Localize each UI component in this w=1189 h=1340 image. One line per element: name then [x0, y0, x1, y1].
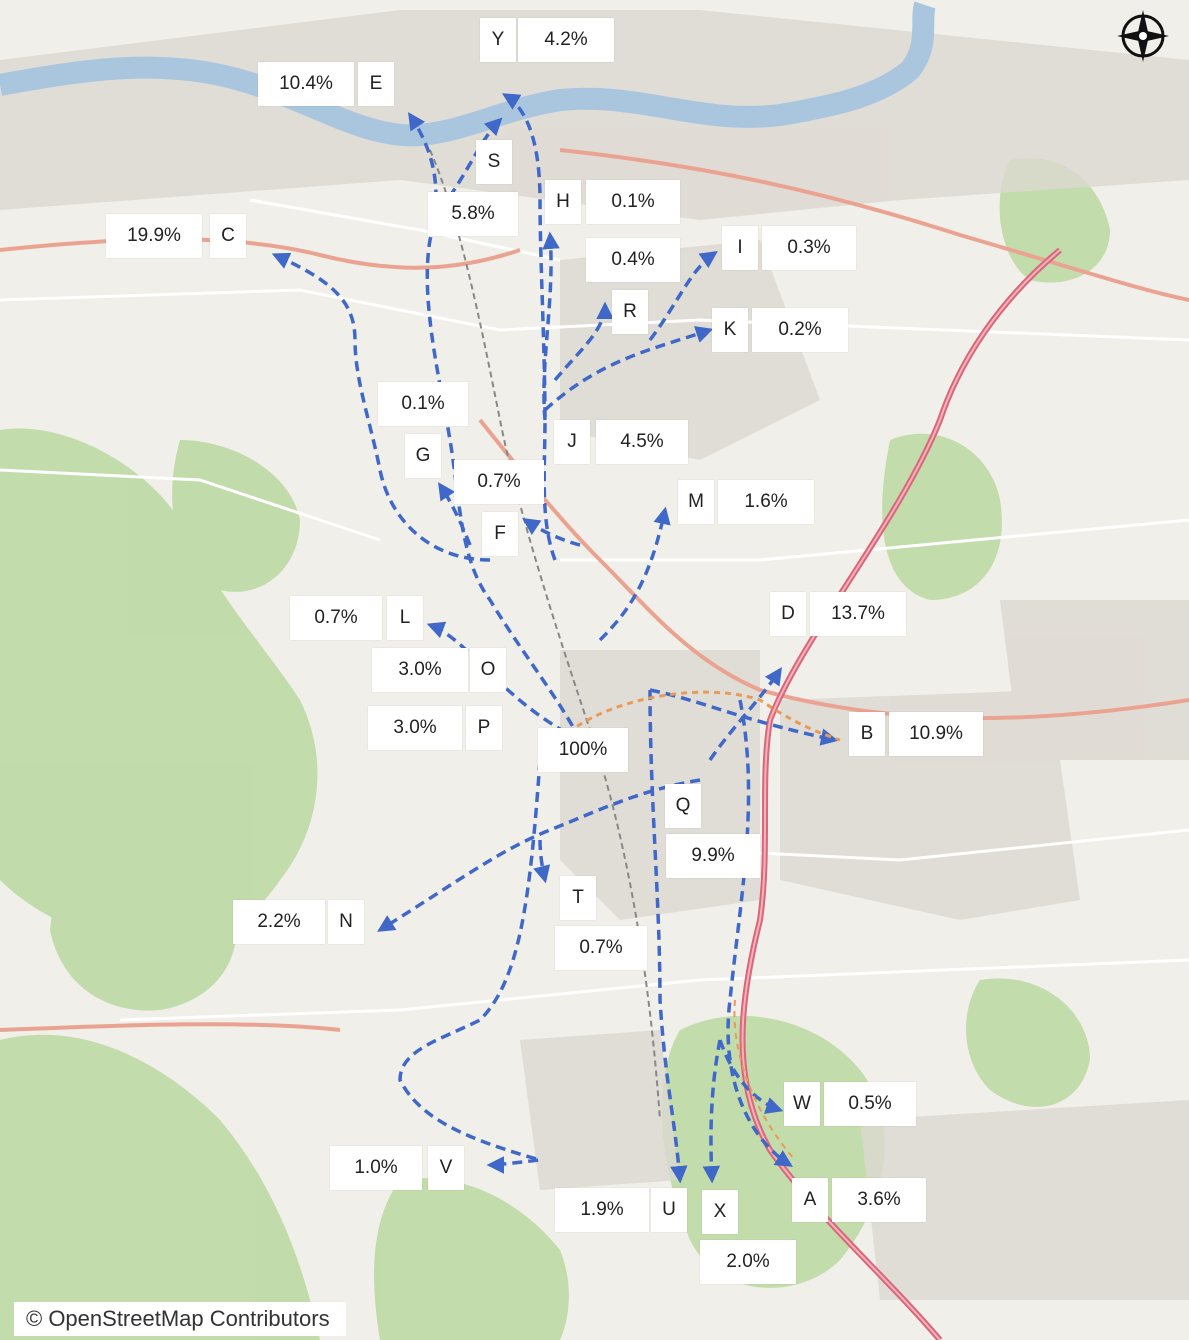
node-label-n: N: [328, 900, 364, 944]
node-label-x: X: [702, 1190, 738, 1234]
node-label-f: F: [482, 512, 518, 556]
node-label-a: A: [792, 1178, 828, 1222]
node-value-r: 0.4%: [586, 238, 680, 282]
node-label-w: W: [784, 1082, 820, 1126]
main-flows: [558, 690, 841, 1167]
node-value-g: 0.1%: [378, 382, 468, 426]
node-value-p: 3.0%: [368, 706, 462, 750]
node-label-m: M: [678, 480, 714, 524]
node-value-s: 5.8%: [428, 192, 518, 236]
map-credit: © OpenStreetMap Contributors: [14, 1302, 346, 1336]
node-label-p: P: [466, 706, 502, 750]
node-value-w: 0.5%: [824, 1082, 916, 1126]
compass-rose-icon: [1115, 8, 1171, 64]
node-label-e: E: [358, 62, 394, 106]
node-value-l: 0.7%: [290, 596, 382, 640]
main-roads: [0, 148, 1189, 1032]
node-label-o: O: [470, 648, 506, 692]
node-label-k: K: [712, 308, 748, 352]
origin-value: 100%: [538, 728, 628, 772]
node-value-d: 13.7%: [810, 592, 906, 636]
node-value-f: 0.7%: [454, 460, 544, 504]
node-label-g: G: [405, 434, 441, 478]
node-label-s: S: [476, 140, 512, 184]
node-value-b: 10.9%: [889, 712, 983, 756]
node-label-t: T: [560, 876, 596, 920]
minor-roads: [0, 198, 1189, 1022]
node-value-c: 19.9%: [106, 214, 202, 258]
node-value-i: 0.3%: [762, 226, 856, 270]
node-value-a: 3.6%: [832, 1178, 926, 1222]
node-value-k: 0.2%: [752, 308, 848, 352]
node-value-h: 0.1%: [586, 180, 680, 224]
node-label-v: V: [428, 1146, 464, 1190]
node-label-i: I: [722, 226, 758, 270]
river: [0, 1, 936, 147]
node-value-e: 10.4%: [258, 62, 354, 106]
node-value-j: 4.5%: [596, 420, 688, 464]
node-value-q: 9.9%: [666, 834, 760, 878]
node-value-o: 3.0%: [372, 648, 468, 692]
node-label-u: U: [651, 1188, 687, 1232]
node-label-d: D: [770, 592, 806, 636]
node-label-b: B: [849, 712, 885, 756]
node-label-h: H: [545, 180, 581, 224]
node-value-v: 1.0%: [330, 1146, 422, 1190]
node-label-r: R: [612, 290, 648, 334]
node-label-q: Q: [665, 784, 701, 828]
node-label-j: J: [554, 420, 590, 464]
node-label-y: Y: [480, 18, 516, 62]
node-label-c: C: [210, 214, 246, 258]
node-value-x: 2.0%: [700, 1240, 796, 1284]
node-value-n: 2.2%: [233, 900, 325, 944]
node-label-l: L: [387, 596, 423, 640]
node-value-u: 1.9%: [555, 1188, 649, 1232]
node-value-y: 4.2%: [518, 18, 614, 62]
node-value-m: 1.6%: [718, 480, 814, 524]
node-value-t: 0.7%: [555, 926, 647, 970]
